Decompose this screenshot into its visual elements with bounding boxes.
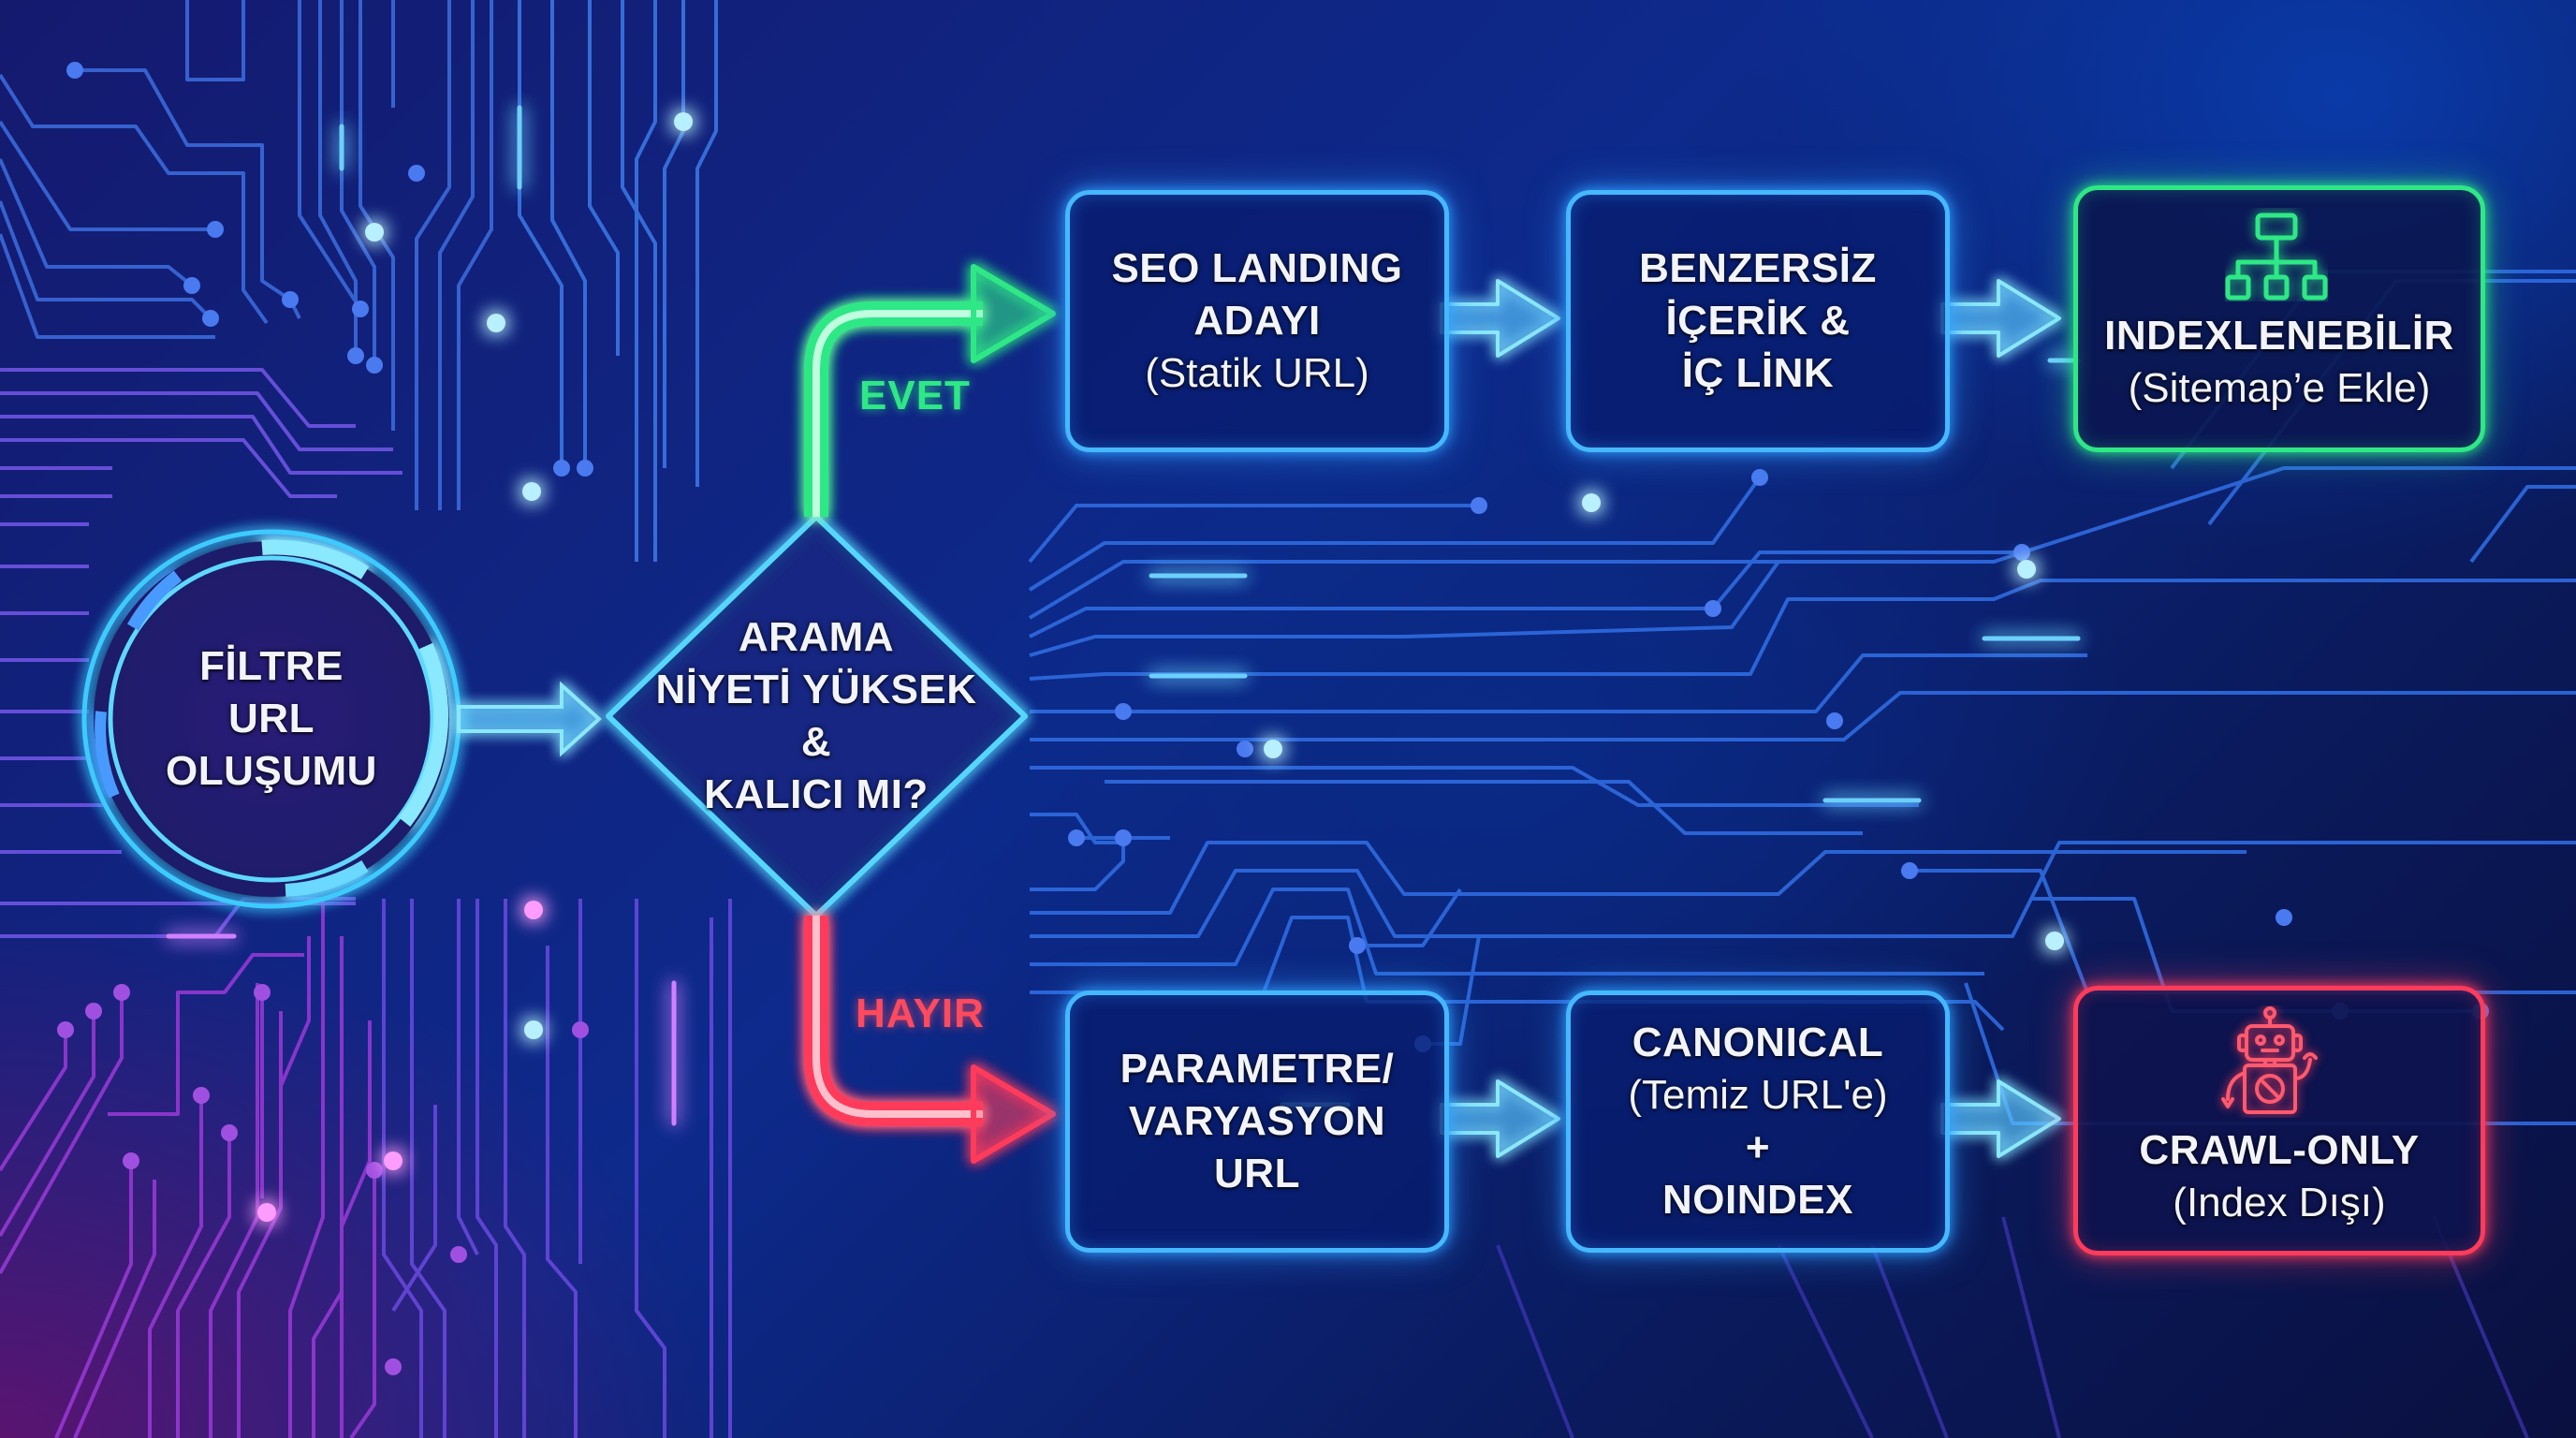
canonical-title: CANONICAL (1632, 1020, 1884, 1065)
node-unique-content (1566, 190, 1950, 452)
start-node-line-2: URL (228, 696, 315, 741)
seo-landing-title-1: SEO LANDING (1111, 245, 1403, 291)
canonical-plus: + (1745, 1124, 1771, 1170)
unique-content-title-2: İÇERİK & (1665, 298, 1851, 344)
node-crawl-only-text: CRAWL-ONLY (Index Dışı) (2073, 1119, 2485, 1235)
node-seo-landing-text: SEO LANDING ADAYI (Statik URL) (1065, 190, 1449, 452)
indexable-subtitle: (Sitemap’e Ekle) (2128, 365, 2431, 411)
node-parameter-url-text: PARAMETRE/ VARYASYON URL (1065, 990, 1449, 1253)
crawl-only-title: CRAWL-ONLY (2139, 1127, 2420, 1173)
node-canonical-noindex (1566, 990, 1950, 1253)
parameter-url-title-3: URL (1214, 1151, 1300, 1196)
noindex-title: NOINDEX (1662, 1177, 1853, 1223)
indexable-title: INDEXLENEBİLİR (2104, 313, 2454, 359)
decision-line-3: & (800, 719, 832, 765)
unique-content-title-1: BENZERSİZ (1639, 245, 1877, 291)
sitemap-hierarchy-icon (2225, 213, 2328, 301)
blocked-robot-icon (2221, 1006, 2318, 1114)
start-node-line-1: FİLTRE (199, 643, 344, 689)
node-unique-content-text: BENZERSİZ İÇERİK & İÇ LİNK (1566, 190, 1950, 452)
node-crawl-only (2073, 986, 2485, 1255)
node-indexable (2073, 185, 2485, 452)
decision-line-4: KALICI MI? (704, 771, 929, 817)
parameter-url-title-1: PARAMETRE/ (1120, 1046, 1395, 1092)
decision-line-1: ARAMA (738, 614, 895, 660)
seo-landing-subtitle: (Statik URL) (1145, 350, 1369, 396)
node-seo-landing (1065, 190, 1449, 452)
parameter-url-title-2: VARYASYON (1128, 1098, 1386, 1144)
node-indexable-text: INDEXLENEBİLİR (Sitemap’e Ekle) (2073, 301, 2485, 423)
canonical-subtitle: (Temiz URL'e) (1628, 1072, 1888, 1118)
node-canonical-noindex-text: CANONICAL (Temiz URL'e) + NOINDEX (1566, 990, 1950, 1253)
no-label: HAYIR (856, 990, 985, 1036)
seo-landing-title-2: ADAYI (1193, 298, 1321, 344)
decision-node: ARAMA NİYETİ YÜKSEK & KALICI MI? (629, 609, 1003, 824)
decision-line-2: NİYETİ YÜKSEK (655, 667, 977, 712)
unique-content-title-3: İÇ LİNK (1681, 350, 1835, 396)
start-node: FİLTRE URL OLUŞUMU (131, 625, 412, 813)
crawl-only-subtitle: (Index Dışı) (2173, 1180, 2386, 1225)
yes-label: EVET (859, 373, 971, 418)
start-node-line-3: OLUŞUMU (166, 748, 377, 794)
node-parameter-url (1065, 990, 1449, 1253)
